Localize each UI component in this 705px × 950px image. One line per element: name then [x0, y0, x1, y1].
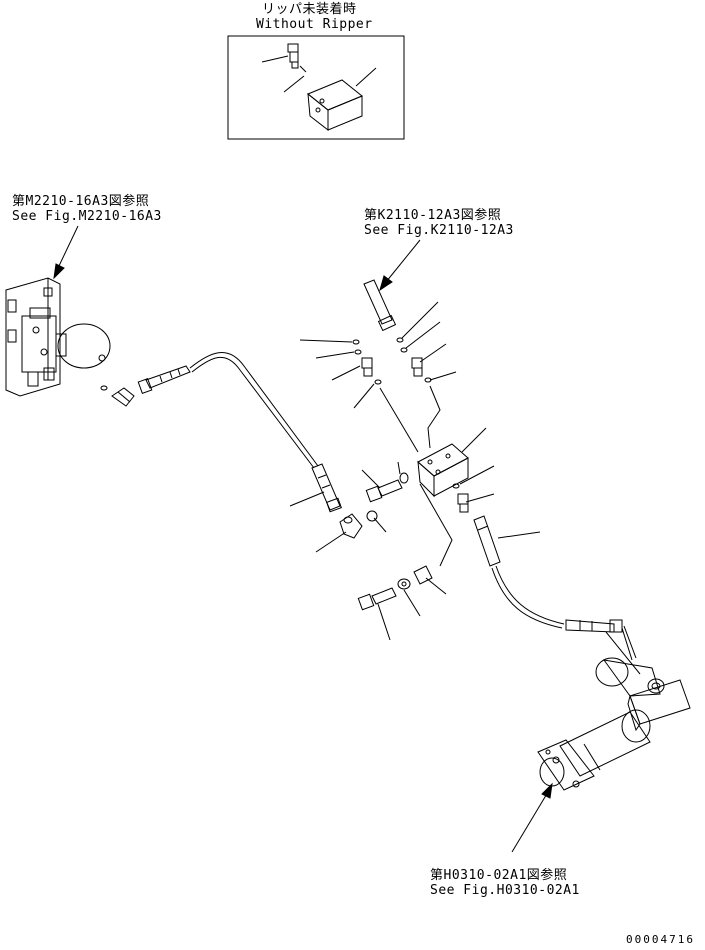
inset-title-en: Without Ripper [256, 17, 373, 32]
callout-leaders [290, 302, 640, 674]
inset-block [308, 80, 362, 130]
fittings-right [453, 484, 500, 566]
center-block [418, 444, 468, 496]
ref-h0310-jp: 第H0310-02A1図参照 [430, 868, 568, 883]
cylinder-assembly [538, 658, 690, 790]
ref-m2210-en: See Fig.M2210-16A3 [12, 209, 162, 224]
ref-k2110-en: See Fig.K2110-12A3 [364, 223, 514, 238]
hose-fitting-lower-left [312, 464, 341, 512]
ref-h0310-en: See Fig.H0310-02A1 [430, 883, 580, 898]
lower-fitting-stack [358, 566, 432, 610]
ref-arrow-m2210 [54, 226, 78, 278]
inset-fitting [288, 44, 306, 72]
hose-fitting-cylinder [566, 620, 636, 660]
bolt-center [366, 480, 402, 502]
small-parts-upper [353, 338, 431, 384]
drawing-number: 00004716 [626, 933, 695, 946]
ref-k2110-jp: 第K2110-12A3図参照 [364, 208, 502, 223]
bolt-top [364, 280, 395, 330]
hose-left [190, 353, 318, 466]
inset-title-jp: リッパ未装着時 [262, 2, 357, 17]
inset-without-ripper [228, 36, 404, 139]
valve-assembly [6, 278, 190, 406]
ref-m2210-jp: 第M2210-16A3図参照 [12, 194, 150, 209]
ref-arrow-k2110 [380, 240, 420, 290]
ref-arrow-h0310 [512, 784, 552, 852]
elbow-lower [340, 514, 362, 538]
